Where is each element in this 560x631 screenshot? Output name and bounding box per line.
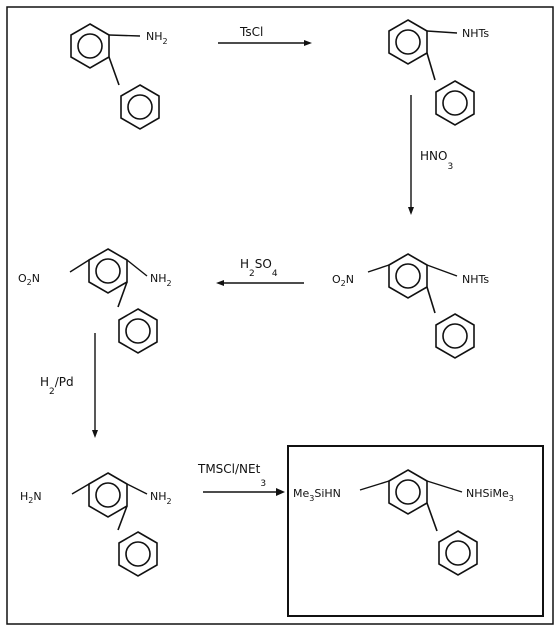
molecule-tosylamide: NHTs: [388, 19, 489, 126]
reaction-arrow-h2-pd: H2/Pd: [40, 333, 98, 438]
molecule-nitro-aminobiphenyl: NH2 O2N: [18, 248, 172, 354]
molecule-2-aminobiphenyl: NH2: [70, 23, 168, 130]
reagent-h2so4: H: [240, 257, 249, 271]
svg-text:O2N: O2N: [18, 272, 40, 287]
molecule-diaminobiphenyl: NH2 H2N: [20, 472, 172, 577]
reaction-arrow-hno3: HNO3: [408, 95, 453, 215]
reaction-arrow-h2so4: H2SO4: [216, 257, 304, 286]
product-box: [287, 445, 544, 617]
svg-text:NHSiMe3: NHSiMe3: [466, 487, 514, 503]
svg-text:H2N: H2N: [20, 490, 42, 505]
svg-text:H2SO4: H2SO4: [240, 257, 278, 279]
reagent-h2-pd: H: [40, 375, 49, 389]
svg-text:TMSCl/NEt3: TMSCl/NEt3: [197, 462, 266, 489]
svg-text:NHTs: NHTs: [462, 27, 489, 40]
reagent-hno3: HNO: [420, 149, 447, 163]
svg-text:NHTs: NHTs: [462, 273, 489, 286]
reagent-tmscl-net3: TMSCl/NEt: [197, 462, 261, 476]
svg-text:HNO3: HNO3: [420, 149, 453, 172]
svg-text:NH2: NH2: [150, 490, 172, 506]
reaction-arrow-tscl: TsCl: [218, 25, 312, 46]
svg-text:NH2: NH2: [150, 272, 172, 288]
svg-text:H2/Pd: H2/Pd: [40, 375, 74, 397]
svg-text:O2N: O2N: [332, 273, 354, 288]
svg-text:NH2: NH2: [146, 30, 168, 46]
molecule-nitro-tosylamide: NHTs O2N: [332, 253, 489, 359]
molecule-bis-silylamine: NHSiMe3 Me3SiHN: [293, 469, 514, 576]
outer-frame: [6, 6, 554, 625]
reaction-arrow-tmscl: TMSCl/NEt3: [197, 462, 285, 496]
reagent-tscl: TsCl: [239, 25, 263, 39]
svg-text:Me3SiHN: Me3SiHN: [293, 487, 341, 503]
